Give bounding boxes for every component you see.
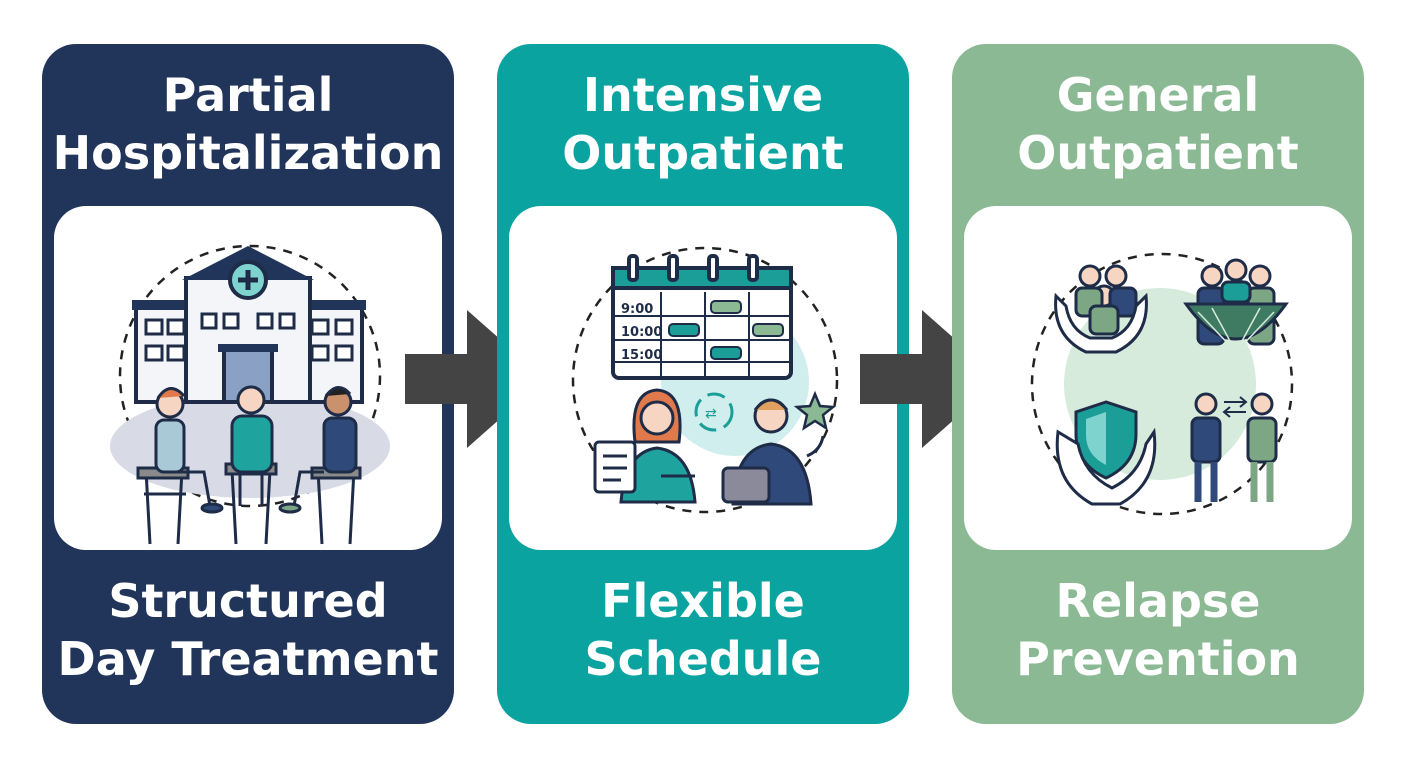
stage-card-general-outpatient: General Outpatient (952, 44, 1364, 724)
svg-text:15:00: 15:00 (621, 348, 662, 363)
svg-text:⇄: ⇄ (705, 406, 717, 422)
illustration-panel (964, 206, 1352, 550)
illustration-panel: 9:00 10:00 15:00 ⇄ (509, 206, 897, 550)
stage-subtitle: Relapse Prevention (1016, 574, 1300, 686)
stage-card-partial-hospitalization: Partial Hospitalization (42, 44, 454, 724)
right-arrow-icon (405, 310, 545, 448)
support-prevention-icon (1030, 252, 1294, 516)
right-arrow-icon (860, 310, 1000, 448)
svg-text:9:00: 9:00 (621, 302, 653, 317)
stage-card-intensive-outpatient: Intensive Outpatient 9:00 10:00 15:00 (497, 44, 909, 724)
stage-title: Intensive Outpatient (562, 68, 844, 180)
stage-subtitle: Structured Day Treatment (57, 574, 439, 686)
stage-subtitle: Flexible Schedule (584, 574, 822, 686)
illustration-panel (54, 206, 442, 550)
stage-title: General Outpatient (1017, 68, 1299, 180)
stage-title: Partial Hospitalization (52, 68, 444, 180)
hospital-group-therapy-icon (110, 244, 390, 545)
svg-text:10:00: 10:00 (621, 325, 662, 340)
calendar-schedule-icon: 9:00 10:00 15:00 ⇄ (571, 246, 839, 514)
